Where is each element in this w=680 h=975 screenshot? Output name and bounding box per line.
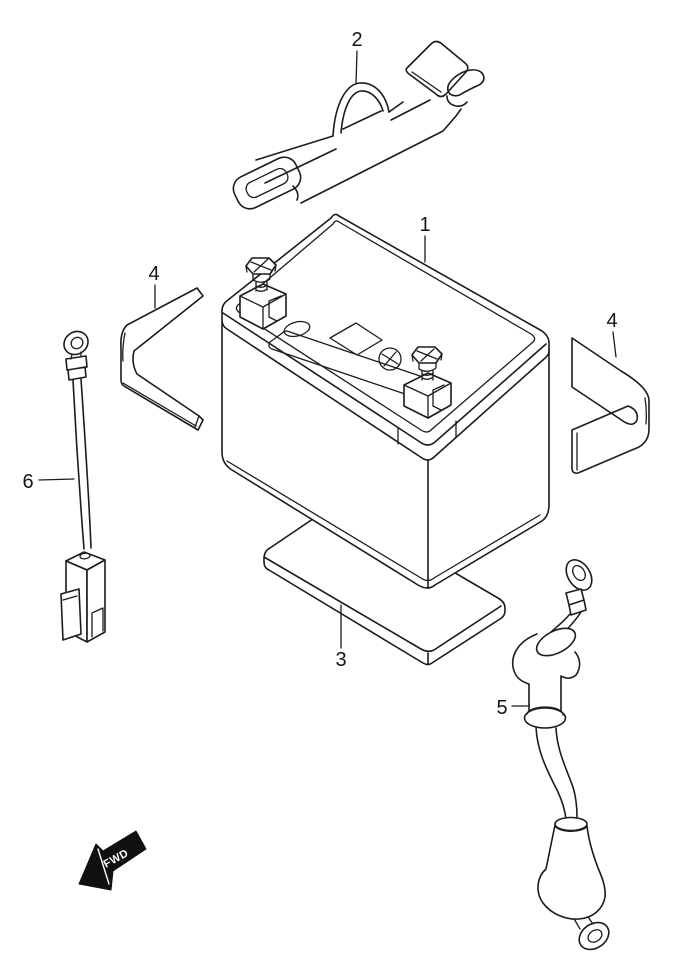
callout-1-label: 1 <box>419 214 430 236</box>
connector-latch-line <box>62 595 78 601</box>
terminal-crimp <box>565 588 587 616</box>
battery-lip-ticks <box>397 420 457 445</box>
connector-notch <box>91 607 104 638</box>
part-illustration-cushion-pad <box>263 501 506 666</box>
part-illustration-cushion-left <box>120 287 204 431</box>
battery-label-plate <box>329 322 383 356</box>
callout-3: 3 <box>335 604 347 671</box>
terminal-bolt-right-detail <box>411 348 443 381</box>
callout-4-right: 4 <box>606 310 618 358</box>
band-buckle-crease <box>411 71 442 93</box>
pad-outline <box>263 501 506 666</box>
callout-2: 2 <box>351 29 363 85</box>
callout-6: 6 <box>22 471 75 493</box>
part-illustration-holder-band <box>232 40 485 210</box>
callout-3-label: 3 <box>335 649 346 671</box>
battery-vent-cap <box>283 320 311 338</box>
callout-4-right-leader <box>612 331 617 358</box>
elbow-boot <box>511 633 581 713</box>
terminal-crimp <box>65 355 88 381</box>
callouts: 1 2 3 4 4 5 6 <box>22 29 617 719</box>
ring-terminal <box>63 330 89 356</box>
callout-5: 5 <box>496 697 530 719</box>
cushion-right-outline <box>571 337 650 474</box>
ring-terminal <box>565 559 593 591</box>
ring-terminal-hole <box>70 336 84 350</box>
fwd-direction-marker: FWD <box>78 830 147 891</box>
lower-boot <box>537 824 606 920</box>
terminal-bolt-left-detail <box>245 258 277 292</box>
part-illustration-lead-wire-left <box>60 330 106 643</box>
band-end-loop <box>232 156 302 210</box>
band-arch <box>332 82 390 137</box>
callout-6-leader <box>38 478 75 481</box>
callout-4-left-label: 4 <box>148 263 159 285</box>
lower-wire <box>535 726 578 820</box>
callout-2-leader <box>355 50 358 85</box>
terminal-block-left-edges <box>239 293 287 330</box>
battery-screw <box>378 347 402 371</box>
boot-flange-lip <box>526 706 564 716</box>
part-illustration-battery <box>221 213 550 589</box>
bottom-ring-terminal-hole <box>587 929 603 943</box>
bottom-ring-terminal <box>578 921 610 951</box>
part-illustration-cushion-right <box>571 337 650 474</box>
part-illustration-lead-wire-right <box>511 559 610 951</box>
band-hook <box>446 69 485 97</box>
connector-right-face <box>86 559 106 643</box>
battery-lid-fold <box>222 312 547 446</box>
wire <box>72 378 92 550</box>
fwd-arrow-icon <box>78 830 147 891</box>
band-buckle-plate <box>405 40 469 98</box>
pad-edges <box>263 556 502 665</box>
battery-body <box>221 321 550 589</box>
callout-5-label: 5 <box>496 697 507 719</box>
cushion-left-outline <box>120 287 204 431</box>
callout-4-left: 4 <box>148 263 160 309</box>
lower-boot-rim <box>554 816 588 832</box>
battery-screw-cross <box>381 351 399 367</box>
callout-1: 1 <box>419 214 431 263</box>
connector-latch <box>60 588 82 641</box>
callout-2-label: 2 <box>351 29 362 51</box>
fwd-arrow-seam <box>97 848 110 885</box>
callout-4-right-label: 4 <box>606 310 617 332</box>
connector-wire-hole <box>79 552 91 560</box>
cushion-right-edges <box>576 397 647 471</box>
ring-terminal-hole <box>572 564 586 582</box>
cushion-left-edges <box>122 332 200 428</box>
terminal-block-right-edges <box>403 382 452 419</box>
callout-6-label: 6 <box>22 471 33 493</box>
boot-opening <box>535 627 577 657</box>
terminal-crimp-lines <box>70 351 82 360</box>
battery-lid-inner-rim <box>235 220 536 433</box>
band-strip <box>255 95 468 204</box>
boot-flange <box>523 707 567 729</box>
